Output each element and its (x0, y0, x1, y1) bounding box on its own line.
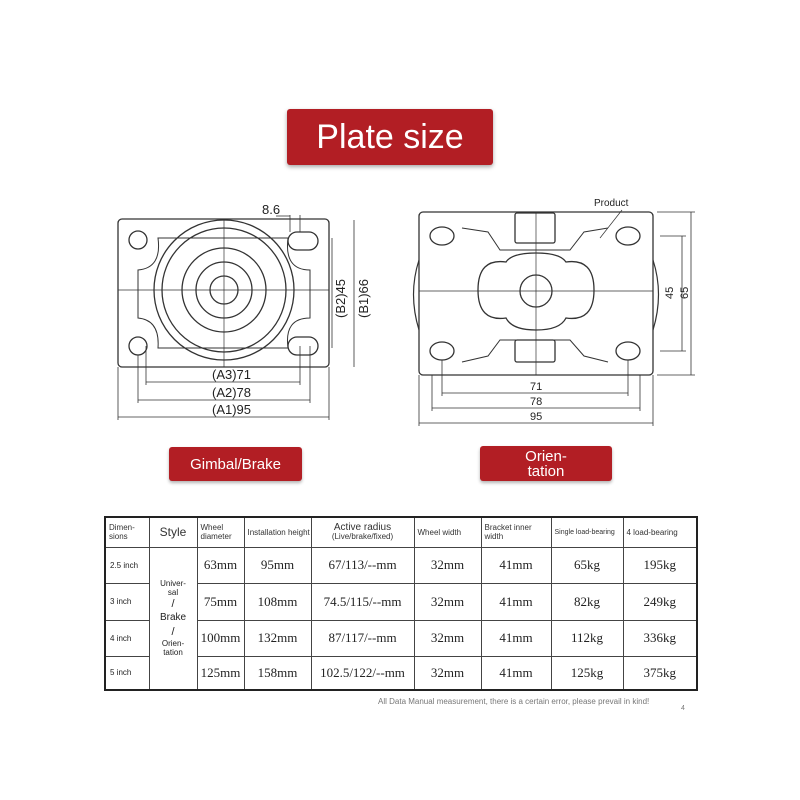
cell-bracket-inner-width: 41mm (480, 582, 552, 621)
cell-single-load: 65kg (550, 546, 624, 584)
cell-single-load: 112kg (550, 619, 624, 657)
left-dim-a3: (A3)71 (212, 367, 251, 382)
cell-installation-height: 132mm (243, 619, 312, 657)
right-wheel-edge-left (412, 259, 420, 331)
cell-installation-height: 108mm (243, 582, 312, 621)
cell-wheel-diameter: 63mm (196, 546, 245, 584)
cell-active-radius: 67/113/--mm (310, 546, 415, 584)
left-bolt-hole (128, 230, 148, 250)
right-bolt-hole (429, 226, 455, 246)
right-wheel-edge-right (652, 259, 660, 331)
cell-active-radius: 74.5/115/--mm (310, 582, 415, 621)
table-header-row: Dimen- sions Style Wheel diameter Instal… (104, 516, 698, 548)
header-dimensions: Dimen- sions (104, 516, 150, 548)
cell-installation-height: 158mm (243, 655, 312, 691)
spec-table: Dimen- sions Style Wheel diameter Instal… (104, 516, 698, 691)
right-dim-65: 65 (679, 287, 691, 299)
cell-bracket-inner-width: 41mm (480, 655, 552, 691)
cell-dimension: 4 inch (104, 619, 150, 657)
style-orientation-1: Orien- (161, 639, 185, 649)
cell-style: Univer- sal / Brake / Orien- tation (148, 546, 198, 691)
cell-dimension: 3 inch (104, 582, 150, 621)
left-plate-outline (117, 218, 330, 368)
left-dim-a2: (A2)78 (212, 385, 251, 400)
left-bolt-hole (128, 336, 148, 356)
cell-single-load: 125kg (550, 655, 624, 691)
footnote: All Data Manual measurement, there is a … (378, 697, 650, 706)
cell-four-load: 195kg (622, 546, 698, 584)
style-orientation-2: tation (163, 648, 183, 658)
left-slot-hole (287, 336, 319, 356)
right-dim-95: 95 (530, 411, 542, 423)
style-brake: Brake (159, 612, 187, 624)
cell-wheel-diameter: 100mm (196, 619, 245, 657)
left-dim-b2: (B2)45 (333, 279, 348, 318)
table-row: 5 inch 125mm 158mm 102.5/122/--mm 32mm 4… (104, 655, 698, 691)
footnote-mark: 4 (681, 705, 685, 712)
right-dim-45: 45 (664, 287, 676, 299)
right-plate-rib (461, 227, 609, 363)
left-dim-hole: 8.6 (262, 202, 280, 217)
left-slot-hole (287, 231, 319, 251)
header-active-radius: Active radius (Live/brake/fixed) (310, 516, 415, 548)
cell-installation-height: 95mm (243, 546, 312, 584)
right-bolt-hole (615, 226, 641, 246)
table-row: 3 inch 75mm 108mm 74.5/115/--mm 32mm 41m… (104, 582, 698, 621)
orientation-label: Orien- tation (480, 446, 612, 481)
style-slash-2: / (171, 626, 175, 639)
left-dim-a1: (A1)95 (212, 402, 251, 417)
left-plate-drawing (117, 215, 355, 420)
left-dim-b1: (B1)66 (356, 279, 371, 318)
orientation-label-line1: Orien- (525, 447, 567, 465)
style-universal-1: Univer- (160, 579, 186, 589)
gimbal-brake-label: Gimbal/Brake (169, 447, 302, 481)
header-active-radius-line2: (Live/brake/fixed) (331, 532, 394, 542)
cell-dimension: 5 inch (104, 655, 150, 691)
cell-bracket-inner-width: 41mm (480, 619, 552, 657)
table-row: 2.5 inch Univer- sal / Brake / Orien- ta… (104, 546, 698, 691)
cell-four-load: 249kg (622, 582, 698, 621)
left-plate-rib (137, 237, 311, 349)
cell-wheel-diameter: 125mm (196, 655, 245, 691)
right-bolt-hole (429, 341, 455, 361)
page-title: Plate size (287, 109, 493, 165)
header-style: Style (148, 516, 198, 548)
cell-wheel-width: 32mm (413, 582, 482, 621)
right-product-label: Product (594, 198, 629, 209)
header-bracket-inner-width: Bracket inner width (480, 516, 552, 548)
header-installation-height: Installation height (243, 516, 312, 548)
right-axle-nut (514, 212, 556, 244)
cell-wheel-width: 32mm (413, 546, 482, 584)
cell-wheel-diameter: 75mm (196, 582, 245, 621)
right-dim-78: 78 (530, 396, 542, 408)
table-row: 4 inch 100mm 132mm 87/117/--mm 32mm 41mm… (104, 619, 698, 657)
cell-dimension: 2.5 inch (104, 546, 150, 584)
cell-wheel-width: 32mm (413, 619, 482, 657)
cell-four-load: 336kg (622, 619, 698, 657)
right-axle-nut (514, 339, 556, 363)
cell-four-load: 375kg (622, 655, 698, 691)
right-plate-drawing (412, 209, 695, 426)
header-wheel-diameter: Wheel diameter (196, 516, 245, 548)
style-universal-2: sal (167, 588, 179, 598)
style-slash-1: / (171, 598, 175, 611)
right-dim-71: 71 (530, 381, 542, 393)
header-single-load: Single load-bearing (550, 516, 624, 548)
cell-single-load: 82kg (550, 582, 624, 621)
header-four-load: 4 load-bearing (622, 516, 698, 548)
orientation-label-line2: tation (527, 462, 565, 480)
cell-bracket-inner-width: 41mm (480, 546, 552, 584)
right-bolt-hole (615, 341, 641, 361)
cell-active-radius: 87/117/--mm (310, 619, 415, 657)
header-wheel-width: Wheel width (413, 516, 482, 548)
cell-wheel-width: 32mm (413, 655, 482, 691)
header-active-radius-line1: Active radius (333, 522, 392, 534)
cell-active-radius: 102.5/122/--mm (310, 655, 415, 691)
